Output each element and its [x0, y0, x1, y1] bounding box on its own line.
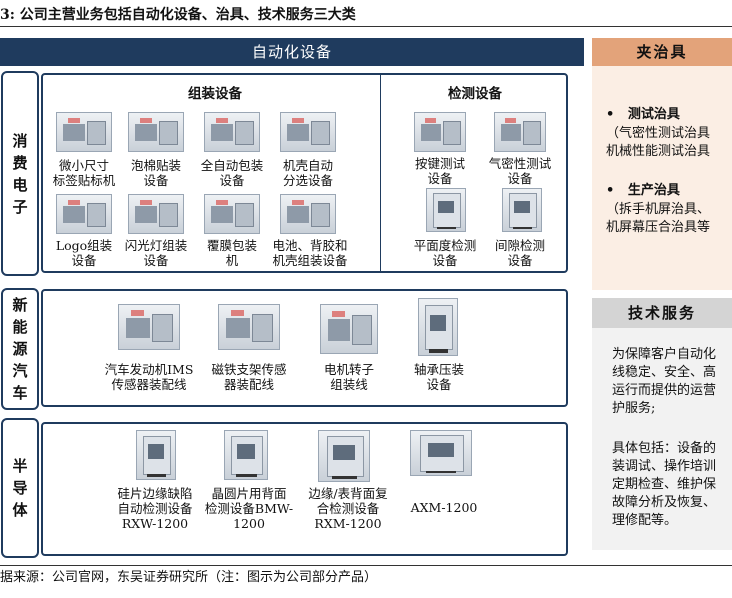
equipment-photo — [56, 112, 112, 152]
category-consumer-electronics: 消 费 电 子 — [1, 71, 39, 276]
new-energy-item-label: 轴承压装设备 — [413, 362, 464, 392]
equipment-photo — [418, 298, 458, 356]
category-char: 电 — [12, 175, 28, 194]
assembly-item-label: 电池、背胶和机壳组装设备 — [272, 238, 348, 268]
assembly-item-label: 覆膜包装机 — [206, 238, 257, 268]
new-energy-item-label: 电机转子组装线 — [323, 362, 374, 392]
consumer-panel — [41, 73, 568, 273]
fixtures-test-detail: （气密性测试治具 — [606, 126, 711, 141]
category-char: 消 — [12, 131, 28, 150]
equipment-photo — [502, 188, 542, 232]
assembly-item-label: 泡棉贴装设备 — [130, 158, 181, 188]
category-char: 能 — [12, 318, 28, 336]
assembly-item-label: 微小尺寸标签贴标机 — [52, 158, 116, 188]
assembly-heading: 组装设备 — [188, 86, 242, 102]
category-char: 费 — [12, 153, 28, 172]
semiconductor-item-label: AXM-1200 — [410, 500, 478, 515]
assembly-item-label: 全自动包装设备 — [200, 158, 264, 188]
equipment-photo — [128, 194, 184, 234]
source-note: 据来源：公司官网，东吴证券研究所（注：图示为公司部分产品） — [0, 570, 378, 585]
assembly-item-label: 闪光灯组装设备 — [124, 238, 188, 268]
new-energy-item-label: 磁铁支架传感器装配线 — [211, 362, 287, 392]
inspection-item-label: 按键测试设备 — [414, 156, 465, 186]
equipment-photo — [224, 430, 268, 480]
services-text: 为保障客户自动化 — [612, 347, 717, 362]
services-text: 定期检查、维护保 — [612, 477, 717, 492]
equipment-photo — [414, 112, 466, 152]
services-body — [592, 328, 732, 550]
category-char: 半 — [12, 457, 28, 475]
category-char: 新 — [12, 296, 28, 314]
category-char: 子 — [12, 197, 28, 216]
services-text: 护服务; — [612, 401, 656, 416]
equipment-photo — [320, 304, 378, 354]
equipment-photo — [426, 188, 466, 232]
semiconductor-panel — [41, 422, 568, 556]
services-heading: 技术服务 — [592, 298, 732, 328]
category-char: 导 — [12, 479, 28, 497]
services-text: 运行而提供的运营 — [612, 383, 717, 398]
fixtures-test-detail: 机械性能测试治具 — [606, 144, 711, 159]
category-char: 车 — [12, 384, 28, 402]
panel-divider — [380, 75, 381, 271]
equipment-photo — [410, 430, 472, 476]
equipment-photo — [494, 112, 546, 152]
category-char: 汽 — [12, 362, 28, 380]
category-char: 体 — [12, 501, 28, 519]
services-text: 故障分析及恢复、 — [612, 495, 717, 510]
fixtures-body — [592, 66, 732, 290]
equipment-photo — [118, 304, 180, 350]
category-new-energy-vehicle: 新 能 源 汽 车 — [1, 288, 39, 410]
assembly-item-label: Logo组装设备 — [55, 238, 113, 268]
inspection-item-label: 平面度检测设备 — [413, 238, 477, 268]
semiconductor-item-label: 晶圆片用背面检测设备BMW-1200 — [204, 486, 294, 531]
category-semiconductor: 半 导 体 — [1, 418, 39, 558]
inspection-item-label: 气密性测试设备 — [488, 156, 552, 186]
services-text: 理修配等。 — [612, 513, 678, 528]
equipment-photo — [136, 430, 176, 480]
assembly-item-label: 机壳自动分选设备 — [282, 158, 333, 188]
equipment-photo — [280, 112, 336, 152]
category-char: 源 — [12, 340, 28, 358]
fixtures-heading: 夹治具 — [592, 38, 732, 66]
equipment-photo — [218, 304, 280, 350]
fixtures-bullet-test: • 测试治具 — [606, 107, 680, 122]
services-text: 具体包括：设备的 — [612, 441, 717, 456]
inspection-item-label: 间隙检测设备 — [494, 238, 545, 268]
page-title: 3: 公司主营业务包括自动化设备、治具、技术服务三大类 — [0, 7, 356, 23]
equipment-photo — [204, 112, 260, 152]
inspection-heading: 检测设备 — [448, 86, 502, 102]
equipment-photo — [318, 430, 370, 482]
fixtures-production-detail: （拆手机屏治具、 — [606, 202, 711, 217]
services-text: 线稳定、安全、高 — [612, 365, 717, 380]
services-text: 装调试、操作培训 — [612, 459, 717, 474]
automation-band: 自动化设备 — [0, 38, 584, 66]
equipment-photo — [280, 194, 336, 234]
equipment-photo — [56, 194, 112, 234]
footer-divider — [0, 565, 732, 566]
fixtures-production-detail: 机屏幕压合治具等 — [606, 220, 711, 235]
title-divider — [0, 26, 732, 27]
equipment-photo — [128, 112, 184, 152]
equipment-photo — [204, 194, 260, 234]
fixtures-bullet-production: • 生产治具 — [606, 183, 680, 198]
